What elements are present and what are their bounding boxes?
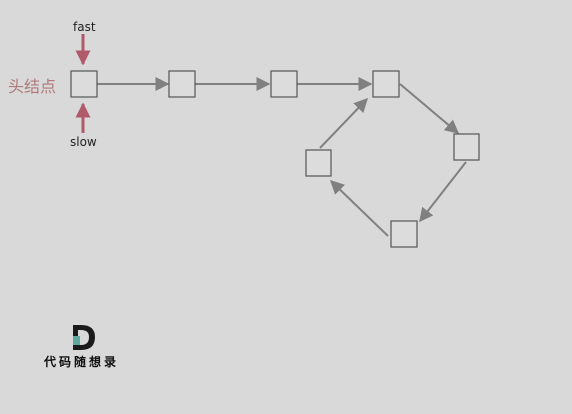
nodes bbox=[70, 70, 480, 248]
head-node-label: 头结点 bbox=[8, 77, 56, 96]
slow-pointer: slow bbox=[70, 102, 97, 149]
list-node-6 bbox=[390, 220, 418, 248]
list-node-3 bbox=[270, 70, 298, 98]
edge-4-5 bbox=[399, 83, 460, 134]
edge-5-6 bbox=[419, 161, 467, 223]
edge-6-7 bbox=[329, 180, 389, 237]
edge-7-4 bbox=[319, 97, 368, 149]
logo-text: 代码随想录 bbox=[43, 354, 119, 369]
logo: 代码随想录 bbox=[43, 325, 119, 369]
slow-label: slow bbox=[70, 135, 97, 149]
fast-label: fast bbox=[73, 20, 96, 34]
fast-pointer: fast bbox=[73, 20, 96, 66]
edges bbox=[97, 77, 467, 237]
logo-d-icon bbox=[73, 325, 95, 350]
list-node-2 bbox=[168, 70, 196, 98]
list-node-4 bbox=[372, 70, 400, 98]
list-node-7 bbox=[305, 149, 332, 177]
list-node-head bbox=[70, 70, 98, 98]
list-node-5 bbox=[453, 133, 480, 161]
